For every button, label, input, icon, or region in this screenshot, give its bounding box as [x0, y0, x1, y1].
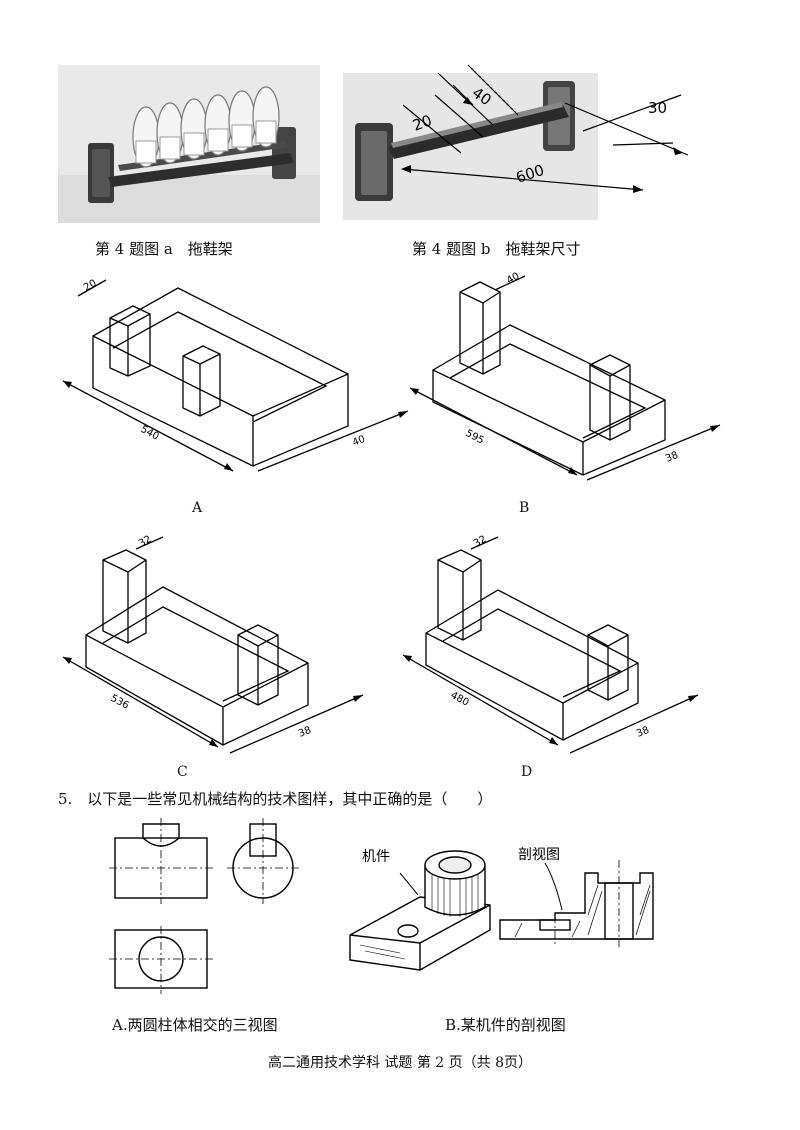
option-a-dim-length: 540: [139, 424, 161, 443]
option-a-dim-top: 20: [82, 278, 99, 294]
option-c-dim-length: 536: [109, 693, 131, 712]
figure-4a-caption: 第 4 题图 a 拖鞋架: [95, 240, 233, 258]
q5-section-label: 剖视图: [518, 847, 560, 863]
option-b-label: B: [519, 500, 530, 516]
option-c-drawing: 536 38 32: [58, 534, 378, 760]
q5-option-a-caption: A.两圆柱体相交的三视图: [112, 1016, 278, 1034]
q5-option-b-caption: B.某机件的剖视图: [445, 1016, 566, 1034]
q5-part-label: 机件: [362, 849, 390, 865]
option-c-dim-width: 38: [297, 725, 313, 740]
option-a-drawing: 540 40 20: [58, 276, 418, 486]
figure-4b-caption: 第 4 题图 b 拖鞋架尺寸: [412, 240, 581, 258]
page-footer: 高二通用技术学科 试题 第 2 页（共 8页）: [267, 1055, 533, 1071]
option-c-label: C: [177, 764, 188, 780]
option-d-label: D: [521, 764, 533, 780]
option-b-drawing: 595 38 40: [405, 270, 725, 490]
option-d-dim-width: 38: [635, 725, 651, 740]
figure-4a-slipper-rack-photo: [58, 65, 320, 223]
option-a-dim-width: 40: [351, 434, 367, 449]
option-d-drawing: 480 38 32: [398, 534, 718, 760]
option-b-dim-length: 595: [464, 428, 486, 447]
option-a-label: A: [192, 500, 203, 516]
question-5-text: 5. 以下是一些常见机械结构的技术图样，其中正确的是（ ）: [58, 790, 493, 808]
q5-option-a-three-views: [105, 818, 305, 1003]
dim-20: 20: [410, 111, 434, 134]
option-b-dim-width: 38: [664, 450, 680, 465]
dim-30: 30: [648, 99, 667, 117]
q5-option-b-part-section: 机件 剖视图: [340, 835, 680, 995]
figure-4b-slipper-rack-dimensions: 40 20 30 600: [343, 64, 698, 220]
